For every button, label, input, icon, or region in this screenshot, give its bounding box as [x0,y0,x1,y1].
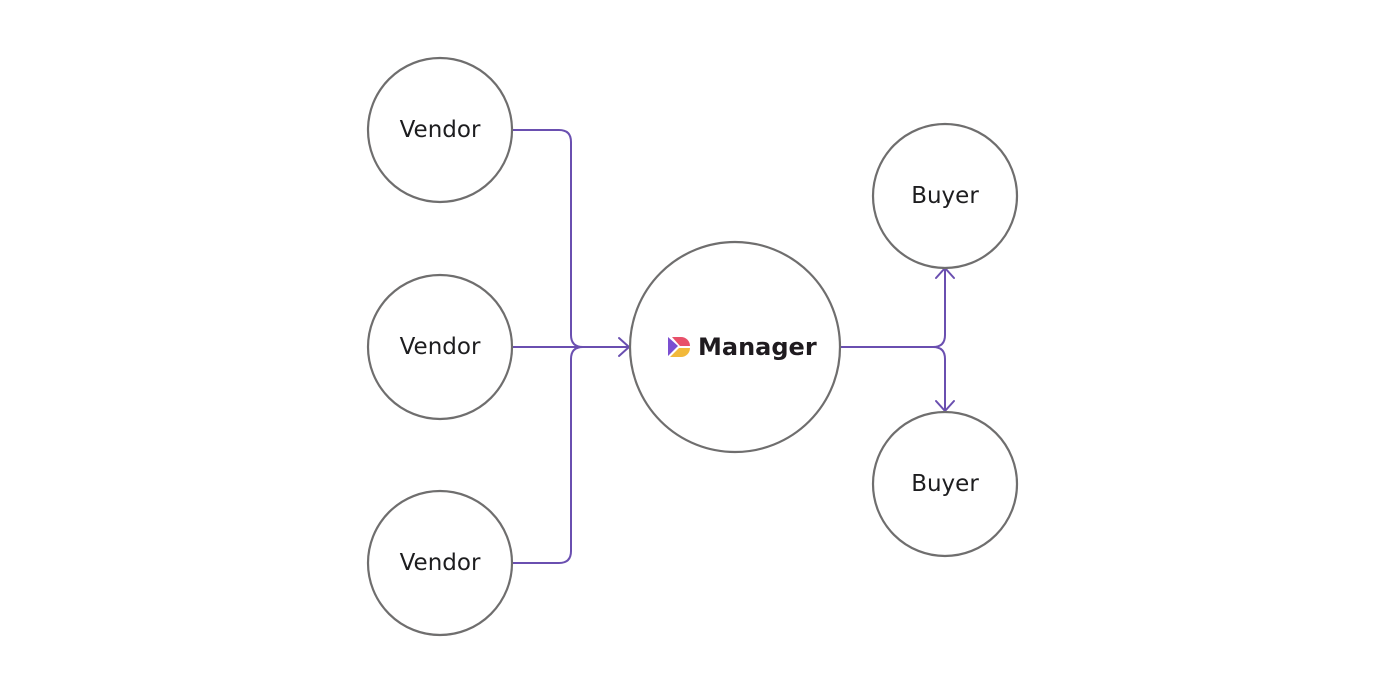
connector-manager-to-buyer-2 [932,346,946,411]
buyer-label: Buyer [911,183,979,209]
vendor-node: Vendor [366,56,514,204]
manager-label: Manager [698,333,817,361]
vendor-label: Vendor [400,334,481,360]
manager-node: Manager [628,240,842,454]
vendor-label: Vendor [400,117,481,143]
vendor-node: Vendor [366,273,514,421]
manager-logo-icon [668,337,690,357]
connector-vendor-3-to-manager [511,346,584,564]
vendor-node: Vendor [366,489,514,637]
connector-vendor-1-to-manager [511,129,629,348]
vendor-label: Vendor [400,550,481,576]
connector-manager-to-buyer-1 [840,269,946,348]
buyer-label: Buyer [911,471,979,497]
buyer-node: Buyer [871,410,1019,558]
buyer-node: Buyer [871,122,1019,270]
